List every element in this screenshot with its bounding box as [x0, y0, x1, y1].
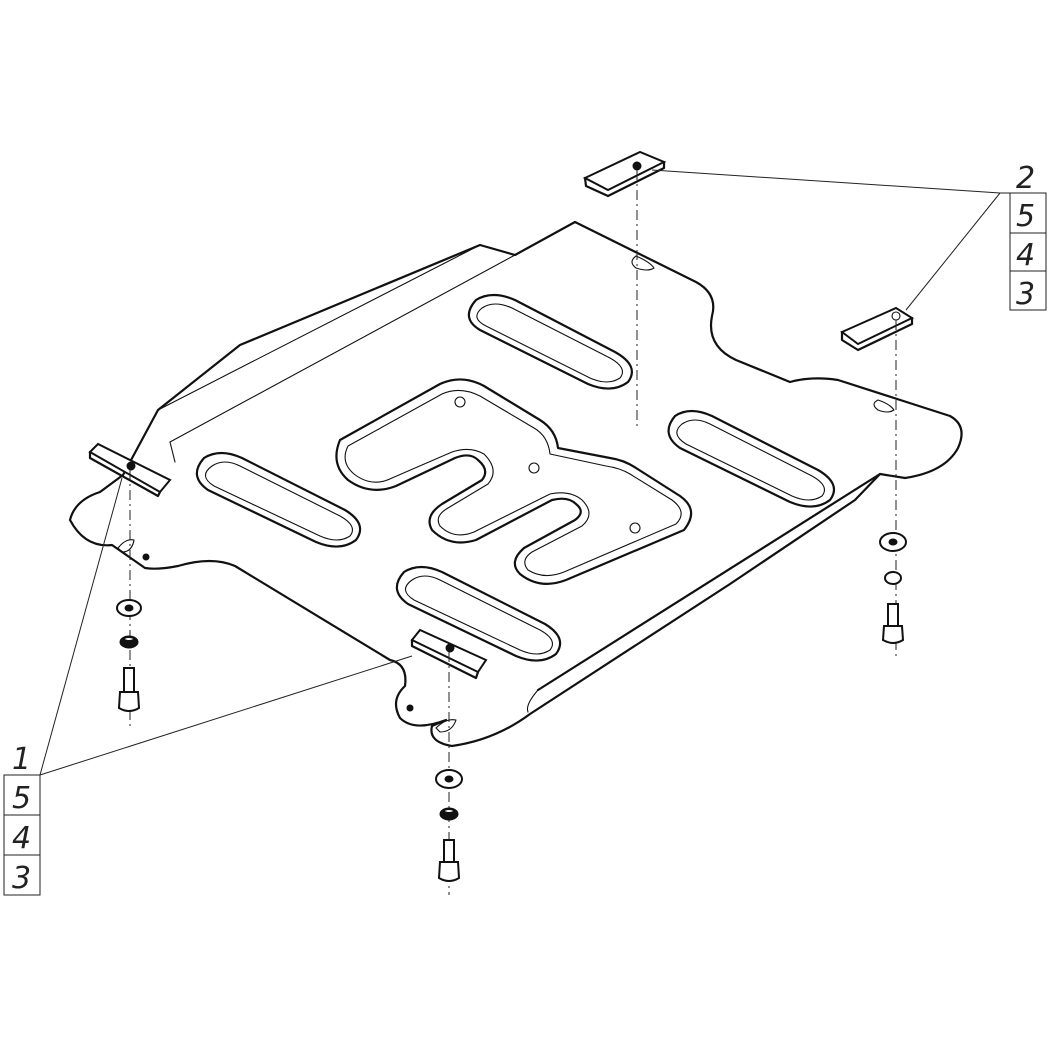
callout-left-row: 3	[12, 861, 31, 896]
callout-left-item: 1	[12, 742, 31, 777]
callout-left-row: 4	[12, 821, 31, 856]
callout-right: 2 5 4 3	[1000, 161, 1047, 312]
leader-lines	[39, 169, 1001, 776]
assembly-axes	[129, 170, 897, 895]
callout-right-row: 5	[1016, 199, 1035, 234]
callout-right-row: 3	[1016, 277, 1035, 312]
callout-right-row: 4	[1016, 238, 1035, 273]
callout-left: 1 5 4 3	[3, 742, 41, 896]
serpentine-rib	[335, 378, 693, 585]
fastener-stack-right	[879, 532, 907, 644]
skid-plate	[68, 220, 963, 748]
spacer-plate-top-left	[88, 442, 172, 498]
callout-left-row: 5	[12, 781, 31, 816]
spacer-plate-top-right	[582, 150, 667, 198]
callout-right-item: 2	[1016, 161, 1035, 196]
spacer-plate-bottom	[410, 628, 488, 680]
spacer-plate-right	[840, 306, 915, 352]
fastener-stack-left	[116, 599, 142, 712]
fastener-stack-bottom	[435, 769, 463, 882]
oval-ribs	[195, 293, 836, 662]
